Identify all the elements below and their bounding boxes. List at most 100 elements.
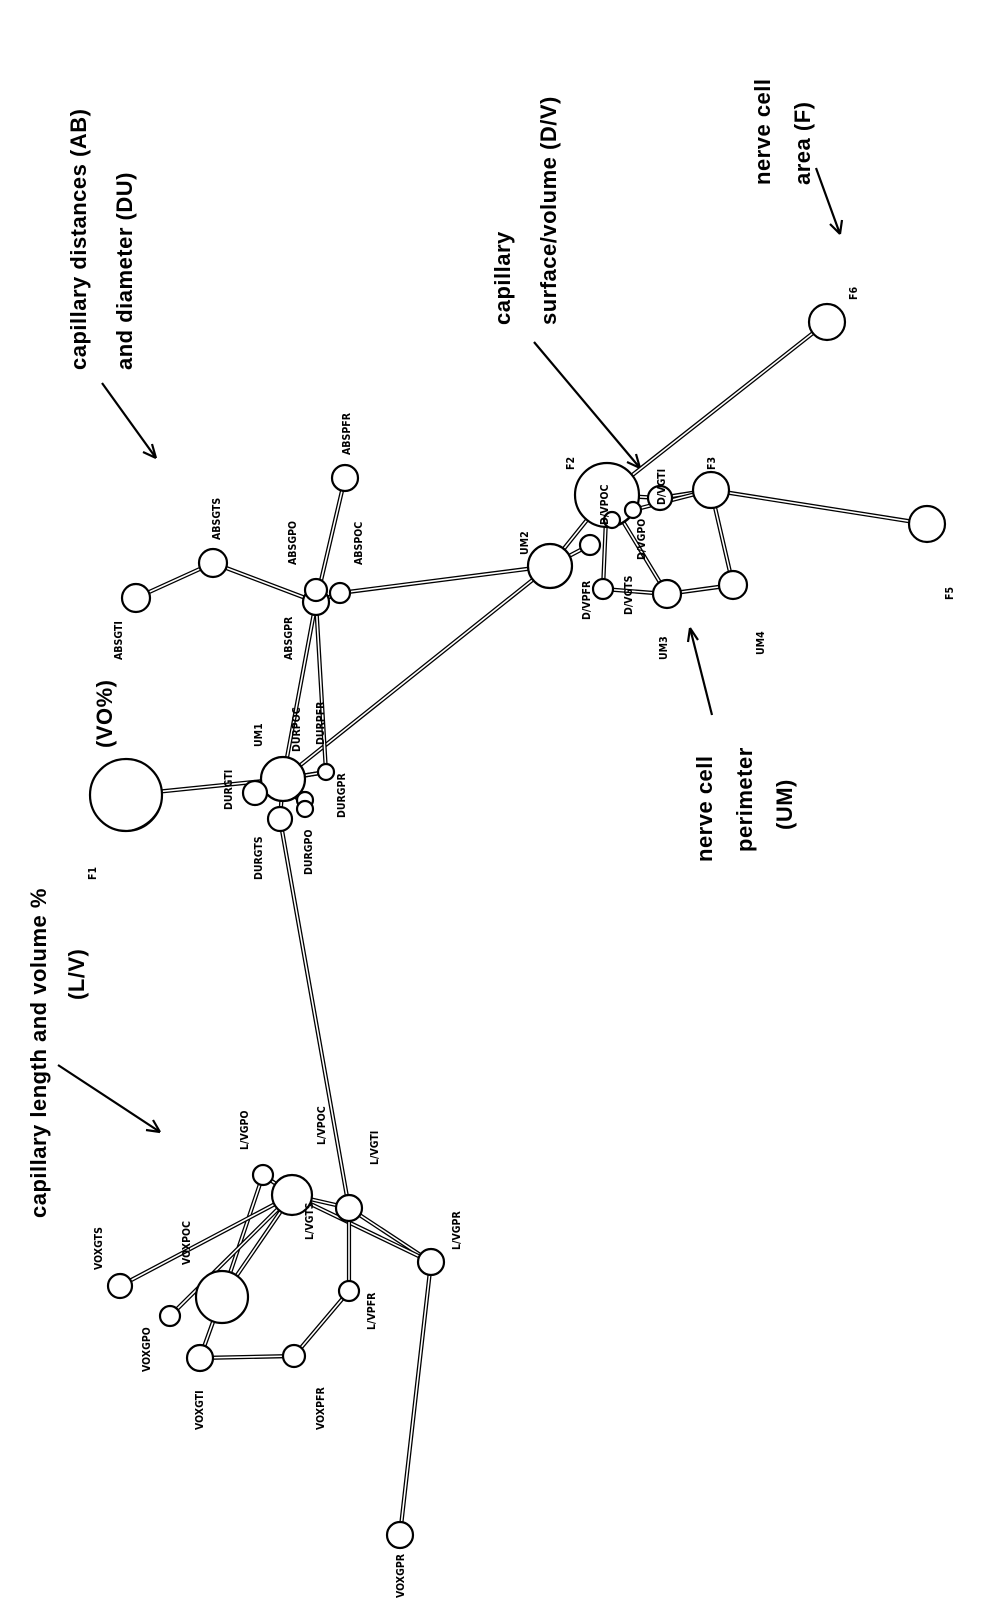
node-dvgpo — [623, 500, 643, 520]
node-label-dvpoc: D/VPOC — [599, 484, 611, 525]
node-label-vogpo: VOXGPO — [141, 1327, 153, 1372]
node-vopfr — [281, 1343, 307, 1369]
node-um2 — [526, 542, 574, 590]
annotation-nerve-cell-perimeter-line3: (UM) — [772, 779, 797, 830]
node-label-f3: F3 — [706, 457, 718, 470]
edge-vogpr-lvgpr — [397, 1259, 434, 1538]
edge-absgts-absgpr — [210, 560, 319, 605]
node-label-vopoc: VOXPOC — [181, 1221, 193, 1265]
edge-absgpr-durgpr — [313, 599, 329, 775]
arrow-head-capillary-distances — [142, 443, 158, 459]
node-label-lvgpo: L/VGPO — [239, 1111, 251, 1150]
node-lvpoc — [270, 1173, 314, 1217]
arrow-capillary-length — [57, 1064, 161, 1133]
node-um4 — [717, 569, 749, 601]
arrow-head-capillary-length — [145, 1119, 161, 1134]
node-durgpo — [295, 799, 315, 819]
annotation-capillary-distances: capillary distances (AB) and diameter (D… — [66, 109, 137, 370]
annotation-nerve-cell-area-line2: area (F) — [790, 102, 815, 185]
edge-lvgpr-lvgts — [289, 1192, 434, 1265]
node-label-vots: VOXGTS — [93, 1227, 105, 1270]
annotation-nerve-cell-perimeter-line1: nerve cell — [692, 755, 717, 862]
node-label-durgpo: DURGPO — [303, 830, 315, 876]
node-label-dvgti: D/VGTI — [656, 469, 668, 505]
node-label-durgpr: DURGPR — [336, 773, 348, 818]
annotation-capillary-length: capillary length and volume % (L/V) — [26, 888, 89, 1218]
annotation-nerve-cell-perimeter-line2: perimeter — [732, 747, 757, 852]
node-durgts — [266, 805, 294, 833]
edge-lvpfr-vopfr — [291, 1288, 352, 1359]
annotation-capillary-surface-line1: capillary — [490, 231, 515, 325]
arrow-capillary-surface — [533, 341, 641, 469]
node-durgti — [241, 779, 269, 807]
edge-lvgpr-lvgti — [346, 1205, 434, 1265]
node-vogpr — [385, 1520, 415, 1550]
node-label-vogti: VOXGTI — [194, 1390, 206, 1430]
node-label-durgts: DURGTS — [253, 836, 265, 880]
edge-abspoc-um2 — [337, 563, 553, 596]
node-label-vogpr: VOXGPR — [395, 1553, 407, 1598]
node-lvgpo — [251, 1163, 275, 1187]
node-abspfr — [330, 463, 360, 493]
node-absgpo — [303, 577, 329, 603]
annotation-capillary-distances-line2: and diameter (DU) — [112, 172, 137, 370]
node-dvpfr — [578, 533, 602, 557]
node-label-absgti: ABSGTI — [113, 621, 125, 660]
node-label-f2: F2 — [565, 457, 577, 470]
arrow-head-nerve-cell-perimeter — [686, 627, 699, 643]
node-vogti — [185, 1343, 215, 1373]
node-label-f5: F5 — [944, 587, 956, 600]
node-vots — [106, 1272, 134, 1300]
node-label-f1: F1 — [87, 867, 99, 880]
node-label-absgpo: ABSGPO — [287, 521, 299, 565]
node-label-durgti: DURGTI — [223, 770, 235, 810]
annotation-vo-percent: (VO%) — [92, 680, 117, 749]
node-label-durpoc: DURPOC — [291, 707, 303, 752]
node-label-lvgti: L/VGTI — [369, 1131, 381, 1165]
annotation-capillary-surface-line2: surface/volume (D/V) — [536, 96, 561, 325]
node-durpfr — [316, 762, 336, 782]
edge-um1-um2 — [280, 563, 553, 782]
node-dvgts — [591, 577, 615, 601]
edges-layer — [117, 319, 930, 1538]
node-lvgti — [334, 1193, 364, 1223]
node-label-lvpoc: L/VPOC — [316, 1106, 328, 1145]
edge-vots-lvgts — [117, 1192, 295, 1289]
node-label-absgts: ABSGTS — [211, 498, 223, 540]
node-label-abspfr: ABSPFR — [341, 412, 353, 455]
annotation-capillary-length-line1: capillary length and volume % — [26, 888, 51, 1218]
node-label-lvgpr: L/VGPR — [451, 1211, 463, 1250]
node-label-durpfr: DURPFR — [315, 701, 327, 745]
arrow-nerve-cell-area — [814, 167, 842, 235]
node-label-vopfr: VOXPFR — [315, 1387, 327, 1430]
node-label-um4: UM4 — [755, 631, 767, 655]
annotation-capillary-surface: capillary surface/volume (D/V) — [490, 96, 561, 325]
node-abspoc — [328, 581, 352, 605]
annotation-nerve-cell-area-line1: nerve cell — [750, 78, 775, 185]
annotation-capillary-distances-line1: capillary distances (AB) — [66, 109, 91, 370]
edge-vogpo-lvgts — [167, 1192, 295, 1319]
node-label-absgpr: ABSGPR — [283, 616, 295, 660]
edge-lvgti-durgts — [277, 816, 352, 1211]
node-label-dvgts: D/VGTS — [623, 575, 635, 615]
node-label-lvgts: L/VGTS — [304, 1202, 316, 1240]
node-lvgpr — [416, 1247, 446, 1277]
node-dvgti — [646, 484, 674, 512]
arrow-head-nerve-cell-area — [829, 219, 844, 235]
node-f6 — [807, 302, 847, 342]
edge-f2-f6 — [604, 319, 830, 498]
node-label-um2: UM2 — [519, 531, 531, 555]
edge-vopfr-vogti — [197, 1353, 297, 1361]
node-label-f6: F6 — [848, 287, 860, 300]
node-label-um1: UM1 — [253, 723, 265, 747]
arrow-head-capillary-surface — [626, 453, 642, 469]
node-lvpfr — [337, 1279, 361, 1303]
node-label-dvgpo: D/VGPO — [636, 519, 648, 560]
node-f3 — [691, 470, 731, 510]
annotation-capillary-length-line2: (L/V) — [64, 949, 89, 1000]
edge-f3-f5 — [708, 487, 930, 527]
node-label-dvpfr: D/VPFR — [581, 580, 593, 620]
node-vogpo — [158, 1304, 182, 1328]
node-absgti — [120, 582, 152, 614]
